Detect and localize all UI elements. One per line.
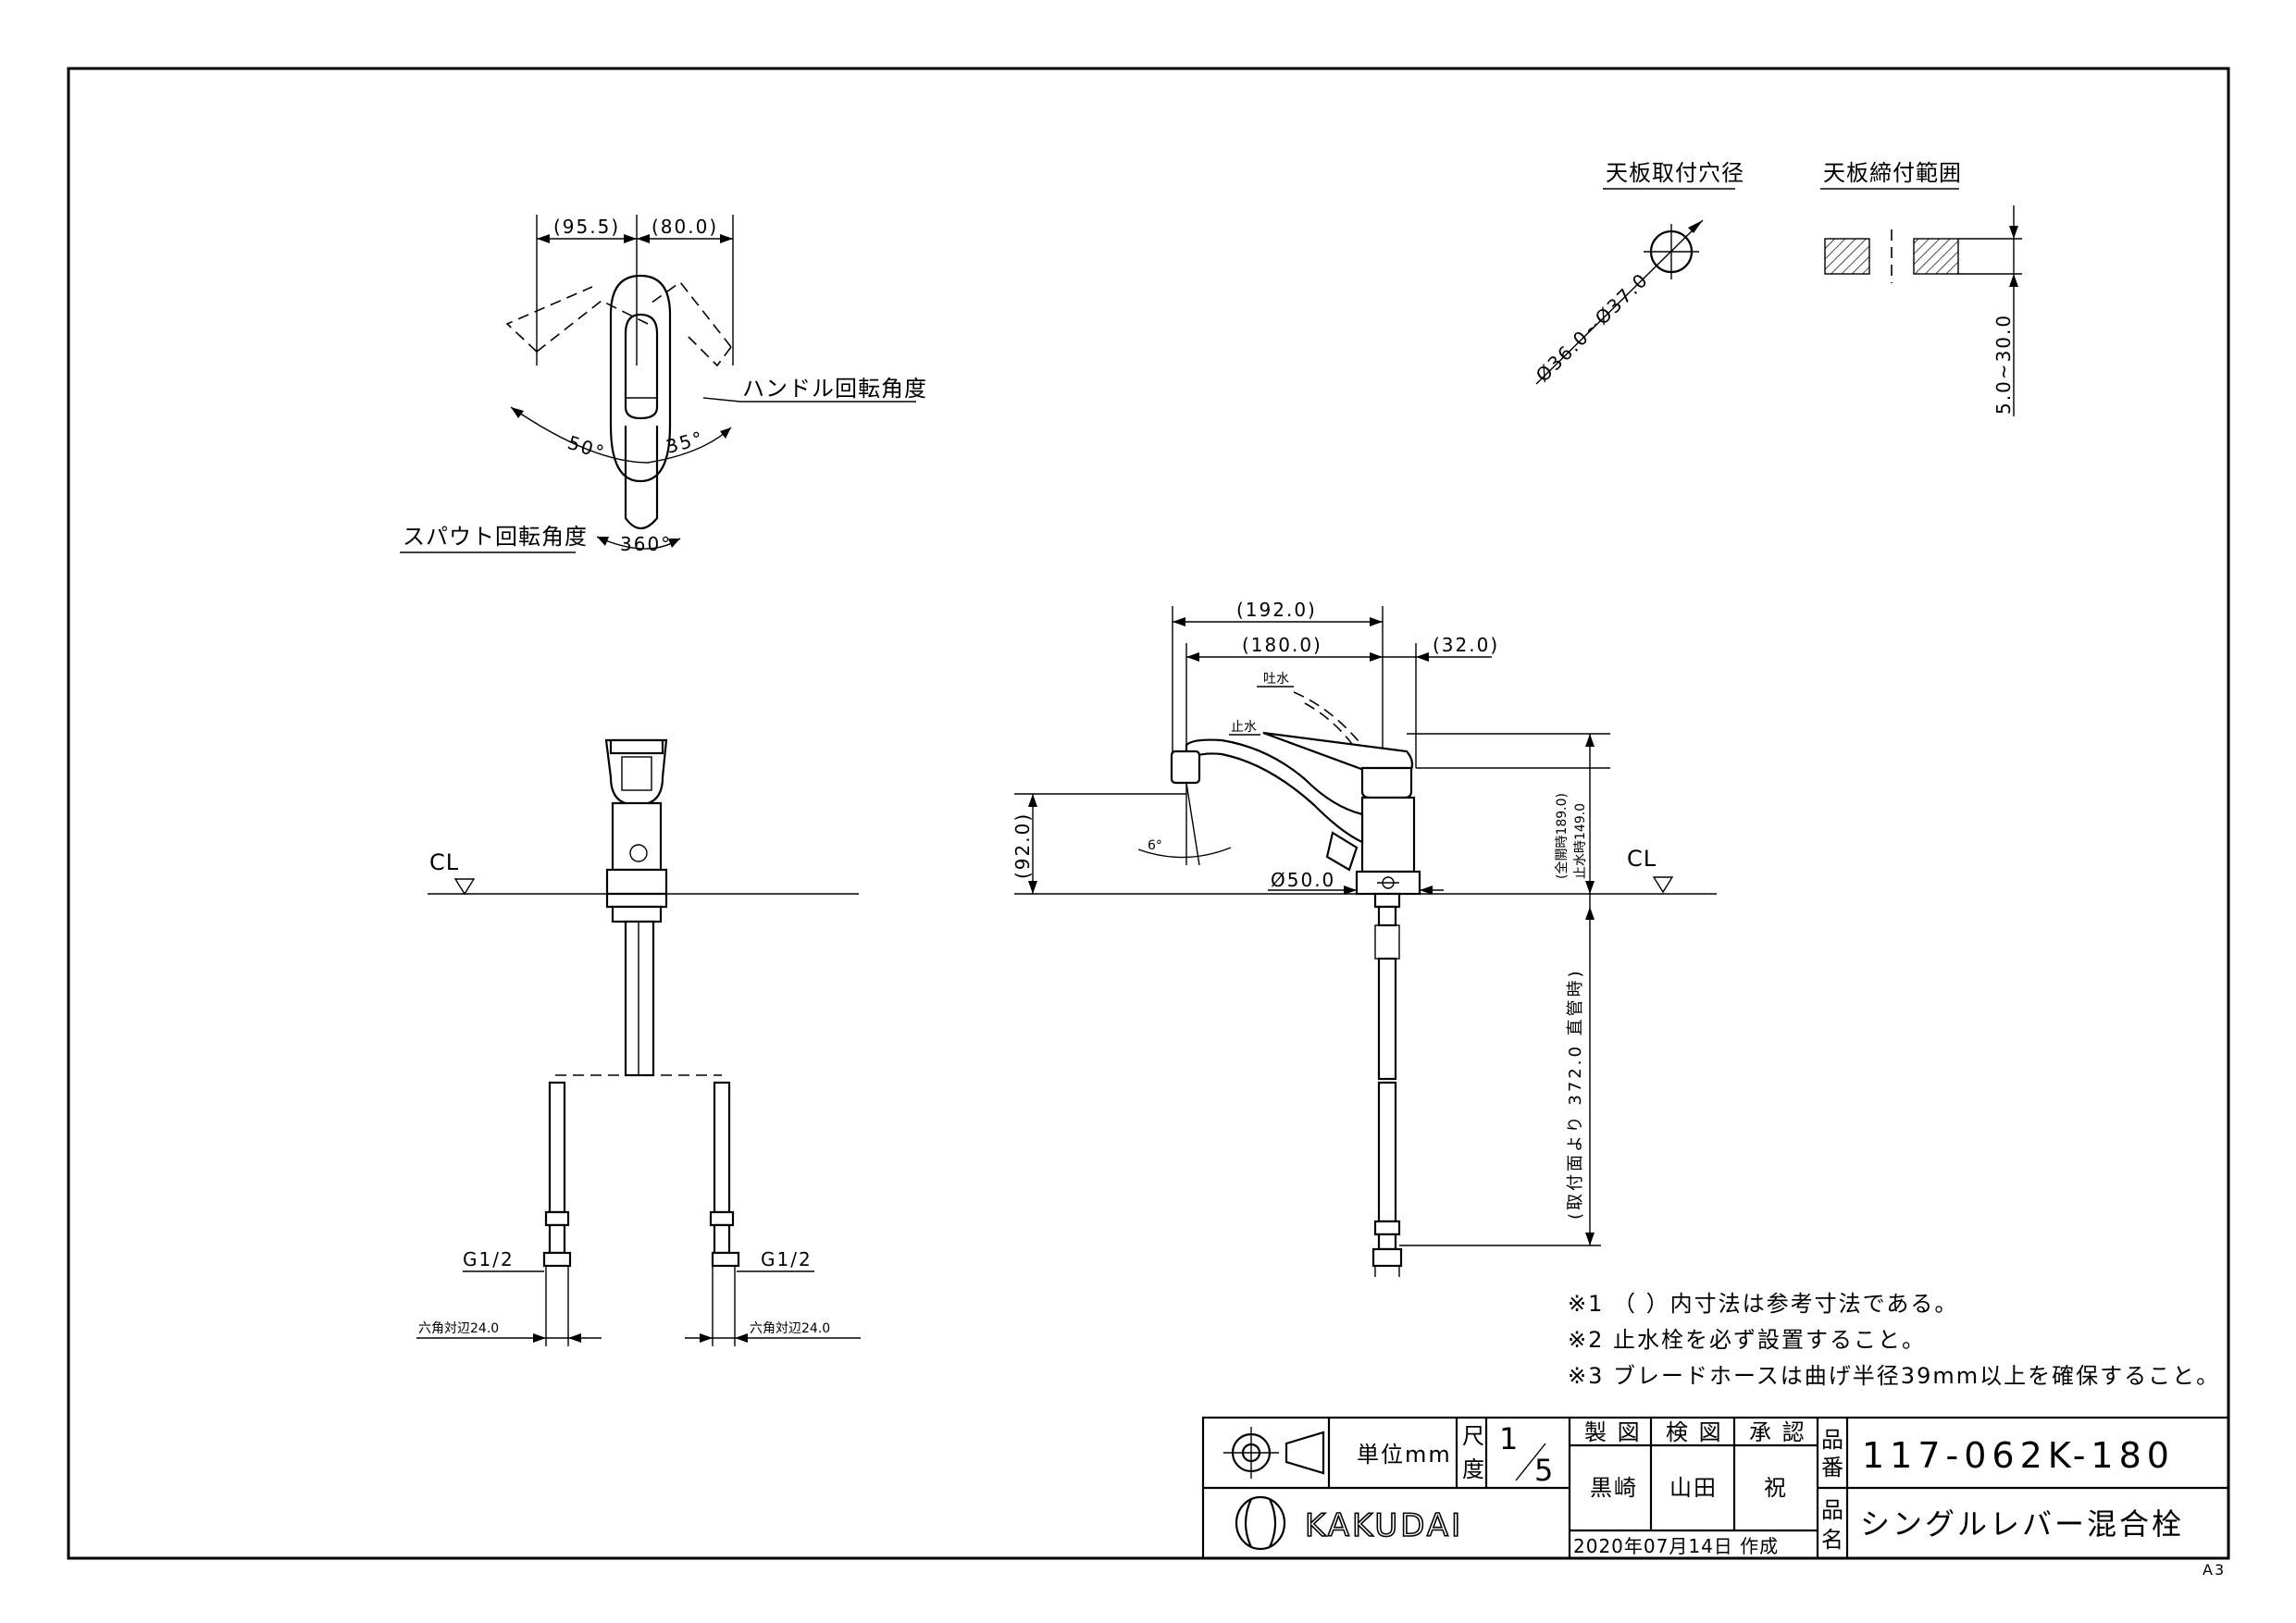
product-name: シングルレバー混合栓 [1860,1506,2184,1542]
clamp-dim: 5.0~30.0 [1992,314,2015,415]
dim-32: (32.0) [1433,634,1499,656]
top-view: (95.5) (80.0) 50° 35° ハンドル回転角度 スパウト回転角度 … [400,215,927,555]
angle-6: 6° [1148,838,1162,853]
name-label-1: 品 [1821,1497,1845,1523]
mounting-hole-detail: 天板取付穴径 Ø36.0~Ø37.0 天板締付範囲 5.0~30.0 [1532,160,2022,416]
spout-rotation-label: スパウト回転角度 [403,524,588,550]
water-off-label: 止水 [1231,720,1257,735]
dim-95-5: (95.5) [553,216,620,238]
notes: ※1 （ ）内寸法は参考寸法である。 ※2 止水栓を必ず設置すること。 ※3 ブ… [1568,1291,2220,1389]
approved-by: 祝 [1764,1475,1788,1501]
spout-angle: 360° [620,533,672,555]
note-3: ※3 ブレードホースは曲げ半径39mm以上を確保すること。 [1568,1363,2220,1389]
hose-length: (取付面より 372.0 直管時) [1566,968,1585,1220]
dim-192: (192.0) [1236,599,1317,621]
brand-text: KAKUDAI [1305,1507,1463,1544]
sheet-size: A3 [2203,1561,2226,1579]
clamp-title: 天板締付範囲 [1823,160,1962,186]
height-open: (全開時189.0) [1554,793,1570,879]
cl-label-front: CL [429,849,459,875]
kakudai-logo: KAKUDAI [1235,1495,1463,1551]
part-no-label-2: 番 [1821,1455,1845,1481]
dia-50: Ø50.0 [1271,869,1335,891]
thread-left: G1/2 [463,1248,515,1270]
part-no: 117-062K-180 [1862,1435,2175,1476]
date: 2020年07月14日 作成 [1573,1535,1779,1557]
hole-dim: Ø36.0~Ø37.0 [1532,268,1653,387]
hole-title: 天板取付穴径 [1606,160,1744,186]
thread-right: G1/2 [761,1248,813,1270]
title-block: 単位mm 尺 度 1 5 製 図 検 図 承 認 黒崎 山田 祝 2020年07… [1201,1416,2230,1579]
approved-label: 承 認 [1749,1419,1806,1445]
scale-den: 5 [1534,1453,1555,1488]
note-1: ※1 （ ）内寸法は参考寸法である。 [1568,1291,1958,1317]
handle-rotation-label: ハンドル回転角度 [742,376,927,402]
dim-92: (92.0) [1011,812,1034,879]
water-on-label: 吐水 [1263,672,1289,687]
name-label-2: 名 [1821,1527,1845,1553]
height-closed: 止水時149.0 [1573,803,1588,879]
hex-right: 六角対辺24.0 [750,1321,830,1336]
drawn-by: 黒崎 [1590,1475,1638,1501]
scale-label-2: 度 [1462,1456,1486,1482]
checked-label: 検 図 [1666,1419,1723,1445]
scale-label-1: 尺 [1462,1423,1486,1449]
hex-left: 六角対辺24.0 [418,1321,499,1336]
angle-50: 50° [565,431,608,465]
sheet-border [67,67,2230,1560]
part-no-label-1: 品 [1821,1427,1845,1453]
front-view: CL G1/2 G1/2 [416,738,861,1346]
scale-num: 1 [1499,1421,1520,1456]
drawn-label: 製 図 [1584,1419,1642,1445]
cl-label-side: CL [1627,846,1657,872]
dim-180: (180.0) [1242,634,1322,656]
dim-80-0: (80.0) [652,216,718,238]
checked-by: 山田 [1669,1475,1718,1501]
side-view: (192.0) (180.0) (32.0) 吐水 止水 (92.0 [1011,599,1717,1277]
unit-label: 単位mm [1357,1442,1452,1468]
note-2: ※2 止水栓を必ず設置すること。 [1568,1327,1926,1353]
